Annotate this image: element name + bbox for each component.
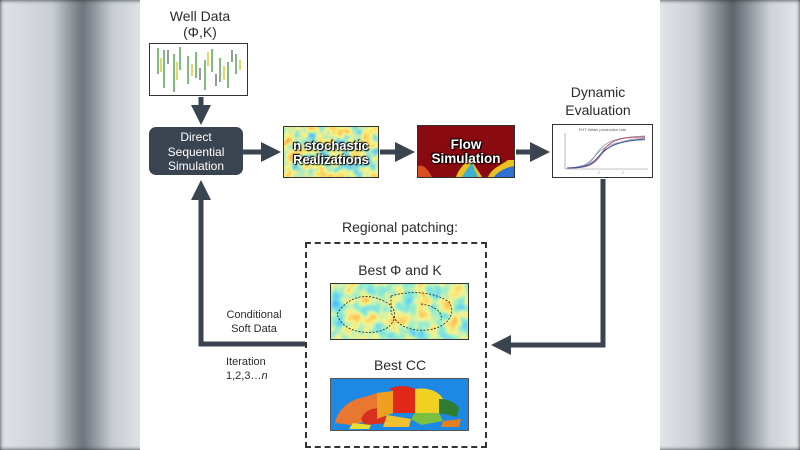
direct-sequential-simulation-box: Direct Sequential Simulation: [149, 127, 243, 175]
best-phi-k-label: Best Φ and K: [358, 262, 442, 278]
blurred-background-right: [650, 0, 800, 450]
realizations-label-line2: Realizations: [293, 151, 369, 167]
realizations-noise-map: [284, 127, 378, 177]
dss-label-line1: Direct: [180, 130, 212, 144]
dynamic-evaluation-chart: FHT Water production rate: [552, 124, 653, 178]
dynamic-evaluation-label: Dynamic Evaluation: [548, 84, 648, 119]
flow-simulation-label: Flow Simulation: [418, 137, 514, 167]
flow-simulation-image: Flow Simulation: [417, 125, 515, 178]
iteration-label-line1: Iteration: [226, 356, 266, 368]
iteration-variable: n: [261, 370, 268, 383]
well-logs-image: [149, 43, 248, 96]
realizations-label-line1: n stochastic: [293, 138, 369, 153]
dynamic-evaluation-line2: Evaluation: [565, 101, 631, 118]
best-cc-region-map: [331, 379, 468, 430]
flow-simulation-label-line2: Simulation: [431, 151, 501, 167]
iteration-label: Iteration 1,2,3…n: [226, 355, 278, 384]
dss-label-line2: Sequential: [167, 144, 225, 159]
best-phi-k-map: [330, 283, 469, 340]
regional-patching-title: Regional patching:: [342, 219, 458, 235]
dynamic-evaluation-line1: Dynamic: [570, 84, 626, 100]
realizations-label: n stochastic Realizations: [284, 139, 378, 166]
flow-simulation-label-line1: Flow: [450, 137, 482, 152]
dynamic-chart-curves: [564, 133, 648, 174]
conditional-soft-data-label: Conditional Soft Data: [220, 308, 288, 337]
well-data-variables: (Φ,K): [183, 24, 217, 41]
flow-field-map: [418, 126, 514, 177]
iteration-label-line2: 1,2,3…n: [226, 369, 278, 383]
best-phi-k-noise-map: [331, 284, 468, 339]
realizations-image: n stochastic Realizations: [283, 126, 379, 178]
well-data-title: Well Data: [169, 8, 231, 24]
dynamic-chart-title: FHT Water production rate: [578, 127, 627, 132]
best-cc-map: [330, 378, 469, 431]
blurred-background-left: [0, 0, 150, 450]
regional-patching-box: [305, 242, 487, 448]
arrow-dynamic-to-patching: [491, 179, 606, 355]
arrow-patching-to-dss: [191, 180, 305, 347]
dss-label-line3: Simulation: [167, 159, 225, 174]
conditional-soft-data-line2: Soft Data: [231, 323, 277, 336]
conditional-soft-data-line1: Conditional: [226, 309, 282, 321]
iteration-range: 1,2,3…: [226, 370, 262, 383]
well-data-label: Well Data (Φ,K): [150, 8, 250, 40]
well-log-traces: [157, 47, 241, 92]
dss-label: Direct Sequential Simulation: [149, 127, 243, 174]
best-cc-label: Best CC: [373, 357, 427, 373]
